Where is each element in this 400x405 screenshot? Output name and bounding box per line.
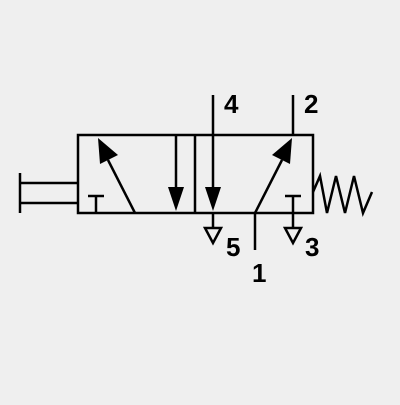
arrow-head-port-4-down <box>205 187 221 211</box>
push-button-actuator <box>18 173 78 213</box>
flow-path-right-diagonal <box>253 159 284 214</box>
flow-path-left-diagonal <box>106 159 137 214</box>
valve-body <box>76 133 315 215</box>
arrow-head-left-up <box>98 138 118 164</box>
spring-return-icon <box>311 171 374 217</box>
exhaust-5-icon <box>202 226 224 246</box>
port-label-2: 2 <box>304 89 318 119</box>
left-position <box>88 135 178 214</box>
port-label-3: 3 <box>305 232 319 262</box>
arrow-head-left-down <box>168 187 184 211</box>
right-position <box>211 95 301 250</box>
arrow-head-right-up <box>272 138 292 164</box>
exhaust-3-icon <box>282 226 304 246</box>
port-label-4: 4 <box>224 89 239 119</box>
port-label-5: 5 <box>226 232 240 262</box>
port-label-1: 1 <box>252 258 266 288</box>
